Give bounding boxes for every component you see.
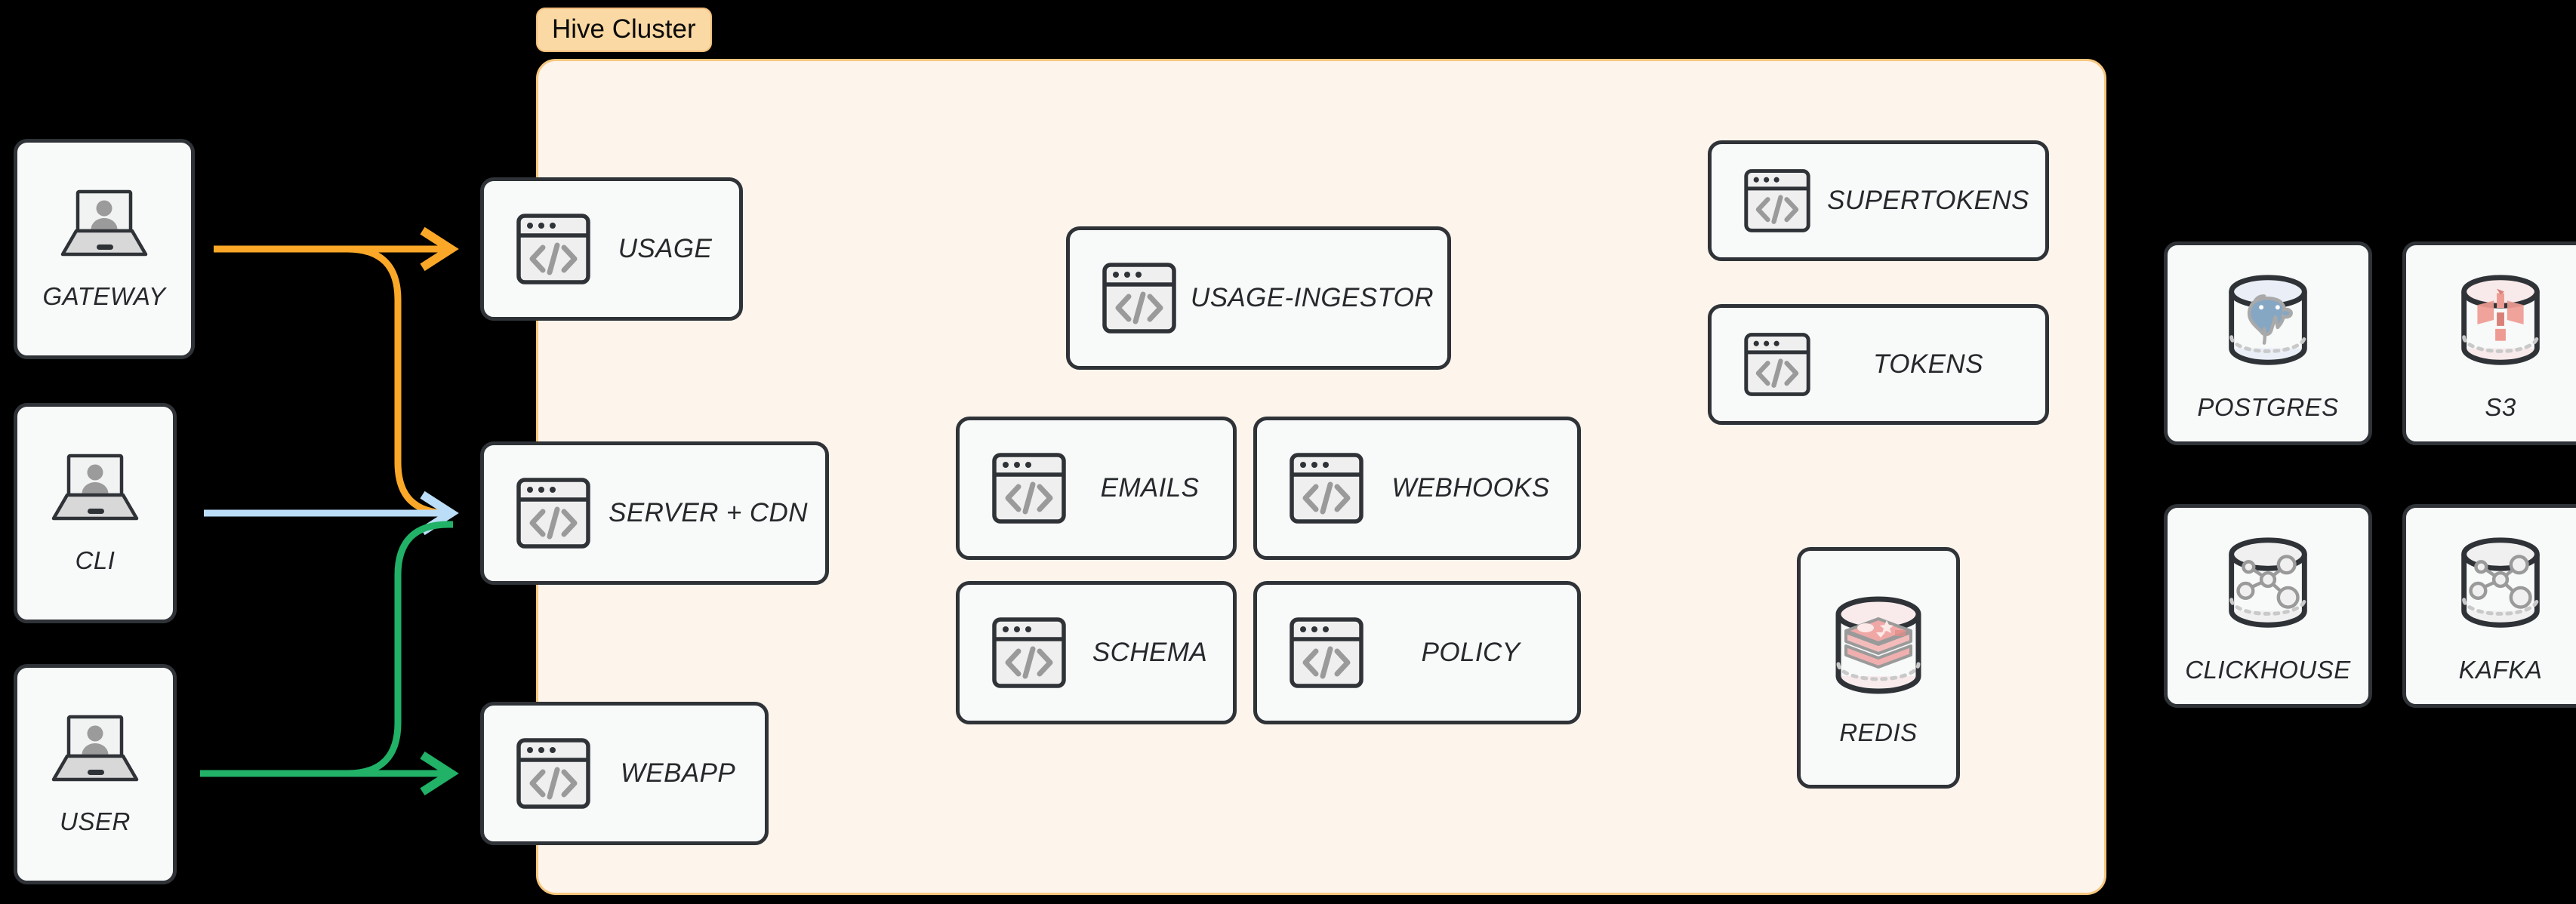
code-window-icon: [1743, 168, 1811, 233]
service-card-policy[interactable]: POLICY: [1253, 581, 1581, 724]
store-card-postgres[interactable]: POSTGRES: [2164, 241, 2372, 445]
service-label: POLICY: [1421, 638, 1521, 667]
store-card-clickhouse[interactable]: CLICKHOUSE: [2164, 504, 2372, 708]
store-card-s3[interactable]: S3: [2402, 241, 2576, 445]
service-label: TOKENS: [1873, 349, 1983, 379]
code-window-icon: [1289, 617, 1364, 689]
redis-database-icon: [1822, 589, 1935, 702]
service-card-webhooks[interactable]: WEBHOOKS: [1253, 417, 1581, 560]
store-label: REDIS: [1839, 718, 1918, 746]
actor-card-cli[interactable]: CLI: [14, 403, 177, 623]
service-label: USAGE-INGESTOR: [1191, 283, 1434, 312]
code-window-icon: [991, 617, 1067, 689]
code-window-icon: [516, 737, 591, 810]
store-card-redis[interactable]: REDIS: [1797, 547, 1960, 789]
code-window-icon: [991, 452, 1067, 524]
service-card-server-cdn[interactable]: SERVER + CDN: [480, 441, 829, 585]
service-label: USAGE: [618, 234, 713, 263]
wire-user-to-server-cdn: [347, 521, 453, 777]
service-label: WEBAPP: [620, 758, 736, 788]
code-window-icon: [516, 477, 591, 549]
hive-cluster-badge: Hive Cluster: [536, 8, 712, 52]
laptop-user-icon: [46, 451, 144, 530]
code-window-icon: [1289, 452, 1364, 524]
actor-label: GATEWAY: [42, 282, 166, 310]
store-card-kafka[interactable]: KAFKA: [2402, 504, 2576, 708]
service-card-usage[interactable]: USAGE: [480, 177, 743, 321]
store-label: KAFKA: [2458, 656, 2543, 684]
actor-card-user[interactable]: USER: [14, 664, 177, 884]
service-card-webapp[interactable]: WEBAPP: [480, 702, 769, 845]
store-label: CLICKHOUSE: [2185, 656, 2351, 684]
service-card-usage-ingestor[interactable]: USAGE-INGESTOR: [1066, 226, 1451, 370]
graph-database-icon: [2444, 527, 2557, 639]
store-label: S3: [2485, 393, 2516, 421]
wire-gateway-to-server-cdn: [347, 245, 453, 517]
service-card-schema[interactable]: SCHEMA: [956, 581, 1237, 724]
s3-bucket-database-icon: [2444, 265, 2557, 377]
actor-card-gateway[interactable]: GATEWAY: [14, 139, 195, 359]
actor-label: USER: [60, 807, 131, 835]
laptop-user-icon: [55, 187, 153, 266]
postgres-database-icon: [2211, 265, 2325, 377]
code-window-icon: [1743, 332, 1811, 397]
laptop-user-icon: [46, 712, 144, 791]
graph-database-icon: [2211, 527, 2325, 639]
service-label: SUPERTOKENS: [1827, 186, 2029, 215]
service-card-emails[interactable]: EMAILS: [956, 417, 1237, 560]
service-label: SCHEMA: [1092, 638, 1208, 667]
code-window-icon: [516, 213, 591, 285]
service-card-supertokens[interactable]: SUPERTOKENS: [1708, 140, 2049, 261]
actor-label: CLI: [75, 546, 116, 574]
store-label: POSTGRES: [2197, 393, 2339, 421]
service-label: WEBHOOKS: [1391, 473, 1550, 503]
service-label: EMAILS: [1100, 473, 1200, 503]
service-label: SERVER + CDN: [609, 498, 808, 527]
code-window-icon: [1102, 262, 1177, 334]
service-card-tokens[interactable]: TOKENS: [1708, 304, 2049, 425]
